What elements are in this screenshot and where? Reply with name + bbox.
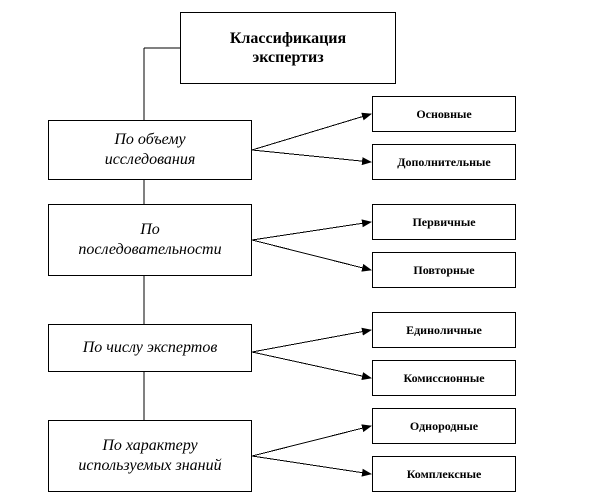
type-box-homogeneous: Однородные (372, 408, 516, 444)
type-box-primary: Первичные (372, 204, 516, 240)
type-box-commission: Комиссионные (372, 360, 516, 396)
arrow-cat3-type2 (251, 351, 372, 380)
category-label: По последовательности (78, 221, 222, 258)
type-box-additional: Дополнительные (372, 144, 516, 180)
diagram-title: Классификация экспертиз (229, 30, 347, 66)
type-label: Дополнительные (397, 155, 491, 169)
arrow-cat4-type2 (251, 455, 372, 477)
category-box-sequence: По последовательности (48, 204, 252, 276)
type-box-complex: Комплексные (372, 456, 516, 492)
type-label: Основные (416, 107, 472, 121)
arrow-cat1-type2 (251, 149, 372, 166)
category-label: По характеру используемых знаний (78, 437, 222, 474)
type-box-main: Основные (372, 96, 516, 132)
category-box-knowledge-type: По характеру используемых знаний (48, 420, 252, 492)
type-label: Единоличные (406, 323, 482, 337)
type-label: Повторные (413, 263, 475, 277)
category-box-volume: По объему исследования (48, 120, 252, 180)
type-box-repeated: Повторные (372, 252, 516, 288)
type-box-sole: Единоличные (372, 312, 516, 348)
type-label: Комплексные (406, 467, 482, 481)
category-label: По числу экспертов (82, 339, 218, 356)
category-label: По объему исследования (104, 131, 196, 168)
arrow-cat4-type1 (251, 424, 372, 457)
category-box-expert-count: По числу экспертов (48, 324, 252, 372)
type-label: Первичные (412, 215, 476, 229)
arrow-cat1-type1 (251, 112, 372, 151)
diagram-title-box: Классификация экспертиз (180, 12, 396, 84)
arrow-cat2-type1 (251, 219, 372, 241)
arrow-cat2-type2 (251, 239, 372, 272)
arrow-cat3-type1 (251, 327, 372, 353)
type-label: Комиссионные (403, 371, 485, 385)
type-label: Однородные (409, 419, 479, 433)
